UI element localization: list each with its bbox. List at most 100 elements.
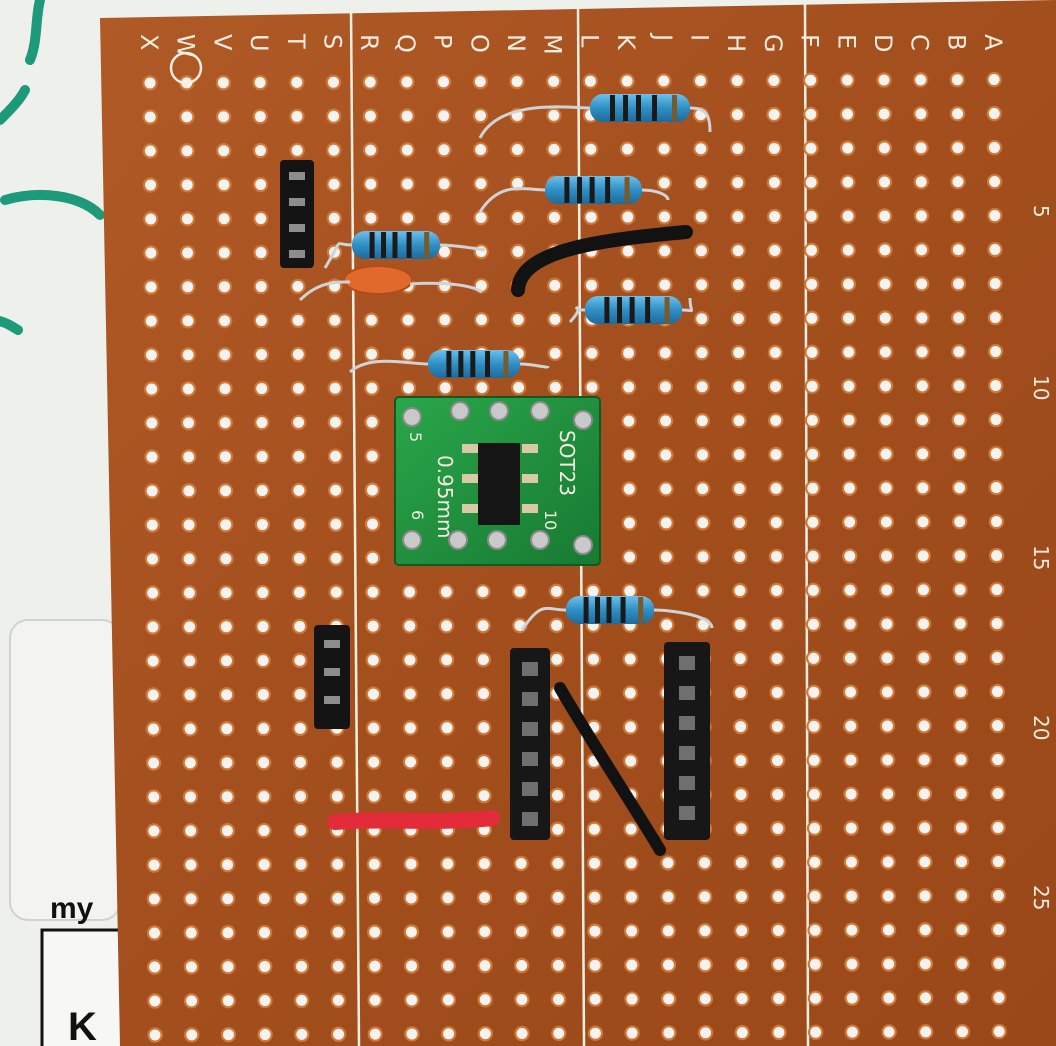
board-hole xyxy=(509,73,525,90)
board-hole xyxy=(472,107,489,124)
board-hole xyxy=(439,720,455,736)
board-hole xyxy=(622,685,639,701)
board-hole xyxy=(180,279,196,295)
board-hole xyxy=(291,482,307,499)
board-hole xyxy=(658,583,675,599)
board-hole xyxy=(695,549,711,565)
board-hole xyxy=(771,1024,787,1041)
board-hole xyxy=(733,752,749,769)
board-hole xyxy=(256,788,272,805)
board-hole xyxy=(807,922,823,939)
board-hole xyxy=(291,516,307,533)
board-hole xyxy=(624,1025,640,1041)
board-hole xyxy=(991,1023,1007,1040)
board-hole xyxy=(584,379,600,395)
board-hole xyxy=(660,991,677,1007)
column-letter-i: I xyxy=(686,34,714,41)
pin-header-mid-left xyxy=(314,625,350,729)
black-jumper-wire-top xyxy=(511,225,693,297)
board-hole xyxy=(587,889,603,905)
board-hole xyxy=(142,177,159,193)
board-hole xyxy=(217,381,233,397)
board-hole xyxy=(842,650,859,666)
board-hole xyxy=(290,380,307,397)
board-hole xyxy=(325,74,342,90)
board-hole xyxy=(327,414,343,430)
board-hole xyxy=(400,312,416,328)
board-hole xyxy=(293,992,310,1009)
board-hole xyxy=(879,650,895,666)
board-hole xyxy=(510,379,527,396)
board-hole xyxy=(804,378,820,394)
board-hole xyxy=(620,277,636,293)
board-hole xyxy=(144,415,160,431)
board-hole xyxy=(330,958,346,974)
board-hole xyxy=(547,277,563,294)
board-hole xyxy=(805,480,821,496)
board-hole xyxy=(842,582,858,598)
board-hole xyxy=(399,176,416,192)
board-hole xyxy=(954,956,970,972)
board-hole xyxy=(697,957,713,973)
board-hole xyxy=(144,449,160,465)
board-hole xyxy=(769,752,786,769)
column-letter-j: J xyxy=(649,32,677,41)
board-hole xyxy=(546,141,562,158)
board-hole xyxy=(252,142,269,159)
board-hole xyxy=(770,854,786,871)
board-hole xyxy=(877,378,894,394)
board-hole xyxy=(143,279,159,295)
board-hole xyxy=(513,855,529,872)
board-hole xyxy=(913,242,930,258)
board-hole xyxy=(549,651,565,668)
board-hole xyxy=(476,753,492,770)
board-hole xyxy=(881,1024,897,1040)
board-hole xyxy=(770,820,786,837)
column-letter-g: G xyxy=(759,34,787,53)
board-hole xyxy=(475,685,492,702)
board-hole xyxy=(547,311,563,328)
board-hole xyxy=(989,683,1006,700)
board-hole xyxy=(365,618,381,634)
board-hole xyxy=(473,311,490,328)
board-hole xyxy=(878,446,894,462)
board-hole xyxy=(767,276,783,293)
board-hole xyxy=(146,925,163,941)
board-hole xyxy=(514,991,530,1008)
board-hole xyxy=(876,140,893,156)
board-hole xyxy=(400,346,417,362)
board-hole xyxy=(550,923,566,940)
capacitor-lead xyxy=(298,280,483,302)
board-hole xyxy=(256,856,272,873)
board-hole xyxy=(730,310,747,327)
board-hole xyxy=(585,583,601,599)
resistor-3 xyxy=(323,231,486,269)
board-hole xyxy=(254,482,270,499)
board-hole xyxy=(917,922,933,938)
board-hole xyxy=(328,584,344,600)
board-hole xyxy=(509,141,526,158)
board-hole xyxy=(218,653,235,669)
board-hole xyxy=(549,787,566,804)
board-hole xyxy=(734,956,750,973)
board-hole xyxy=(290,278,306,295)
board-hole xyxy=(918,1024,934,1040)
board-hole xyxy=(951,480,968,496)
board-hole xyxy=(951,344,967,360)
board-hole xyxy=(658,515,674,531)
board-hole xyxy=(403,958,420,974)
board-hole xyxy=(366,856,383,872)
board-hole xyxy=(767,344,784,361)
board-hole xyxy=(804,446,821,462)
board-hole xyxy=(951,446,968,462)
board-hole xyxy=(220,891,236,907)
board-hole xyxy=(693,175,709,191)
board-hole xyxy=(475,651,492,668)
board-hole xyxy=(365,550,381,566)
board-hole xyxy=(510,311,526,328)
board-hole xyxy=(950,241,967,258)
board-hole xyxy=(766,174,783,191)
board-hole xyxy=(953,718,969,734)
board-hole xyxy=(400,380,417,396)
board-hole xyxy=(402,754,419,770)
